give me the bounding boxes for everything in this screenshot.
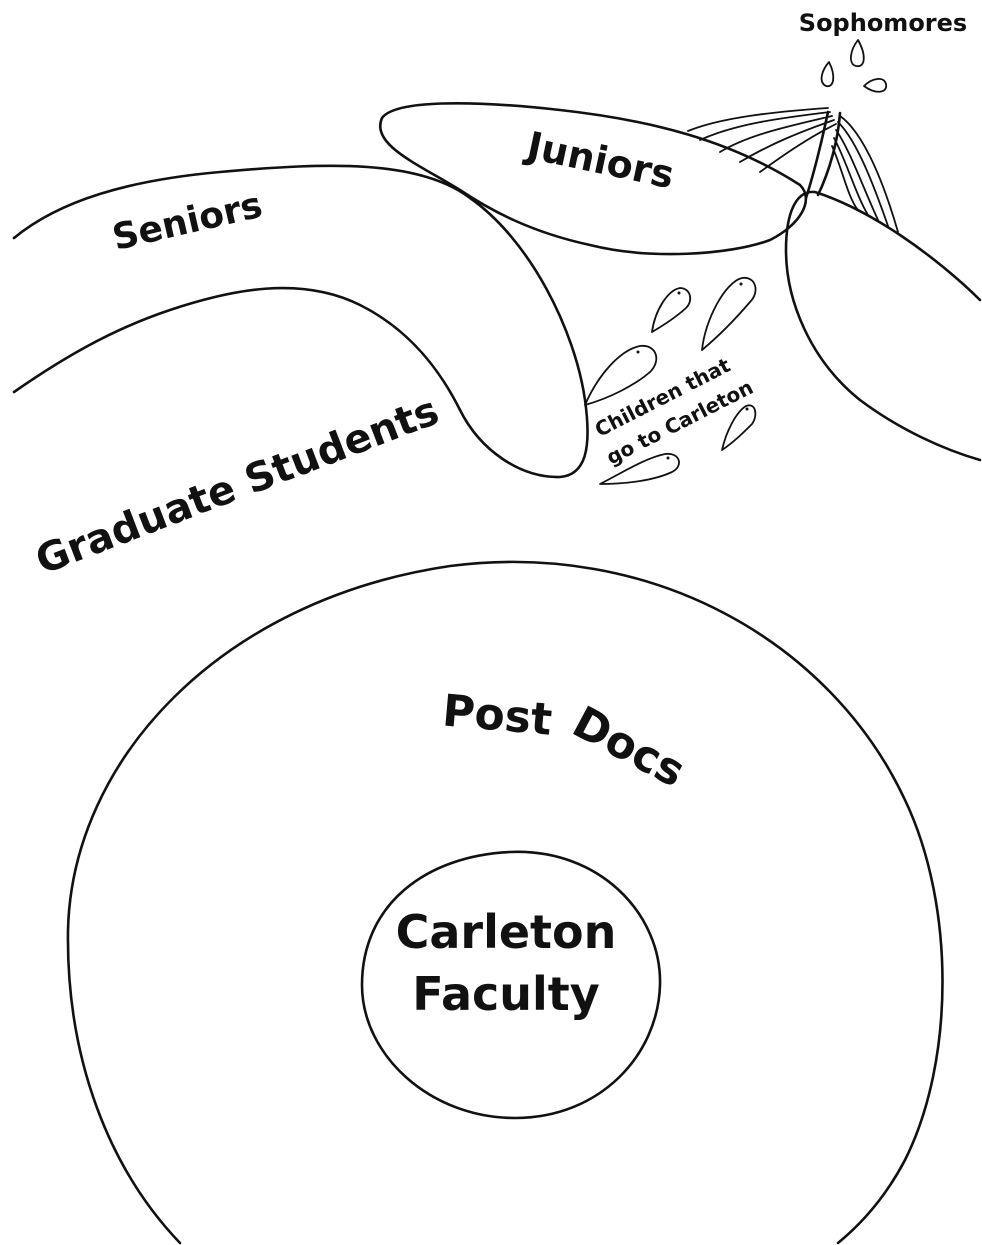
sophomores-label: Sophomores bbox=[799, 9, 967, 37]
post-docs-label-2: Docs bbox=[564, 697, 693, 798]
seniors-shape bbox=[12, 164, 589, 479]
sophomores-stem bbox=[804, 110, 842, 200]
sperm-1 bbox=[651, 287, 692, 333]
sophomore-strands bbox=[687, 107, 899, 233]
children-label-group: Children that go to Carleton bbox=[591, 353, 757, 470]
droplets bbox=[820, 39, 887, 93]
sperm-2 bbox=[701, 277, 757, 351]
sperm-3 bbox=[584, 345, 658, 406]
faculty-label-line2: Faculty bbox=[412, 967, 600, 1021]
sperm-5 bbox=[599, 453, 680, 485]
graduate-students-label: Graduate Students bbox=[30, 388, 446, 584]
children-sperm-group bbox=[584, 277, 757, 485]
faculty-label-line1: Carleton bbox=[396, 905, 617, 959]
seniors-label: Seniors bbox=[109, 185, 267, 259]
sophomores-body bbox=[784, 190, 982, 462]
juniors-shape bbox=[378, 101, 808, 256]
post-docs-label-1: Post bbox=[440, 685, 554, 745]
post-docs-circle bbox=[66, 560, 944, 1245]
juniors-label: Juniors bbox=[520, 123, 678, 198]
sperm-4 bbox=[721, 404, 757, 451]
faculty-circle bbox=[360, 850, 662, 1120]
